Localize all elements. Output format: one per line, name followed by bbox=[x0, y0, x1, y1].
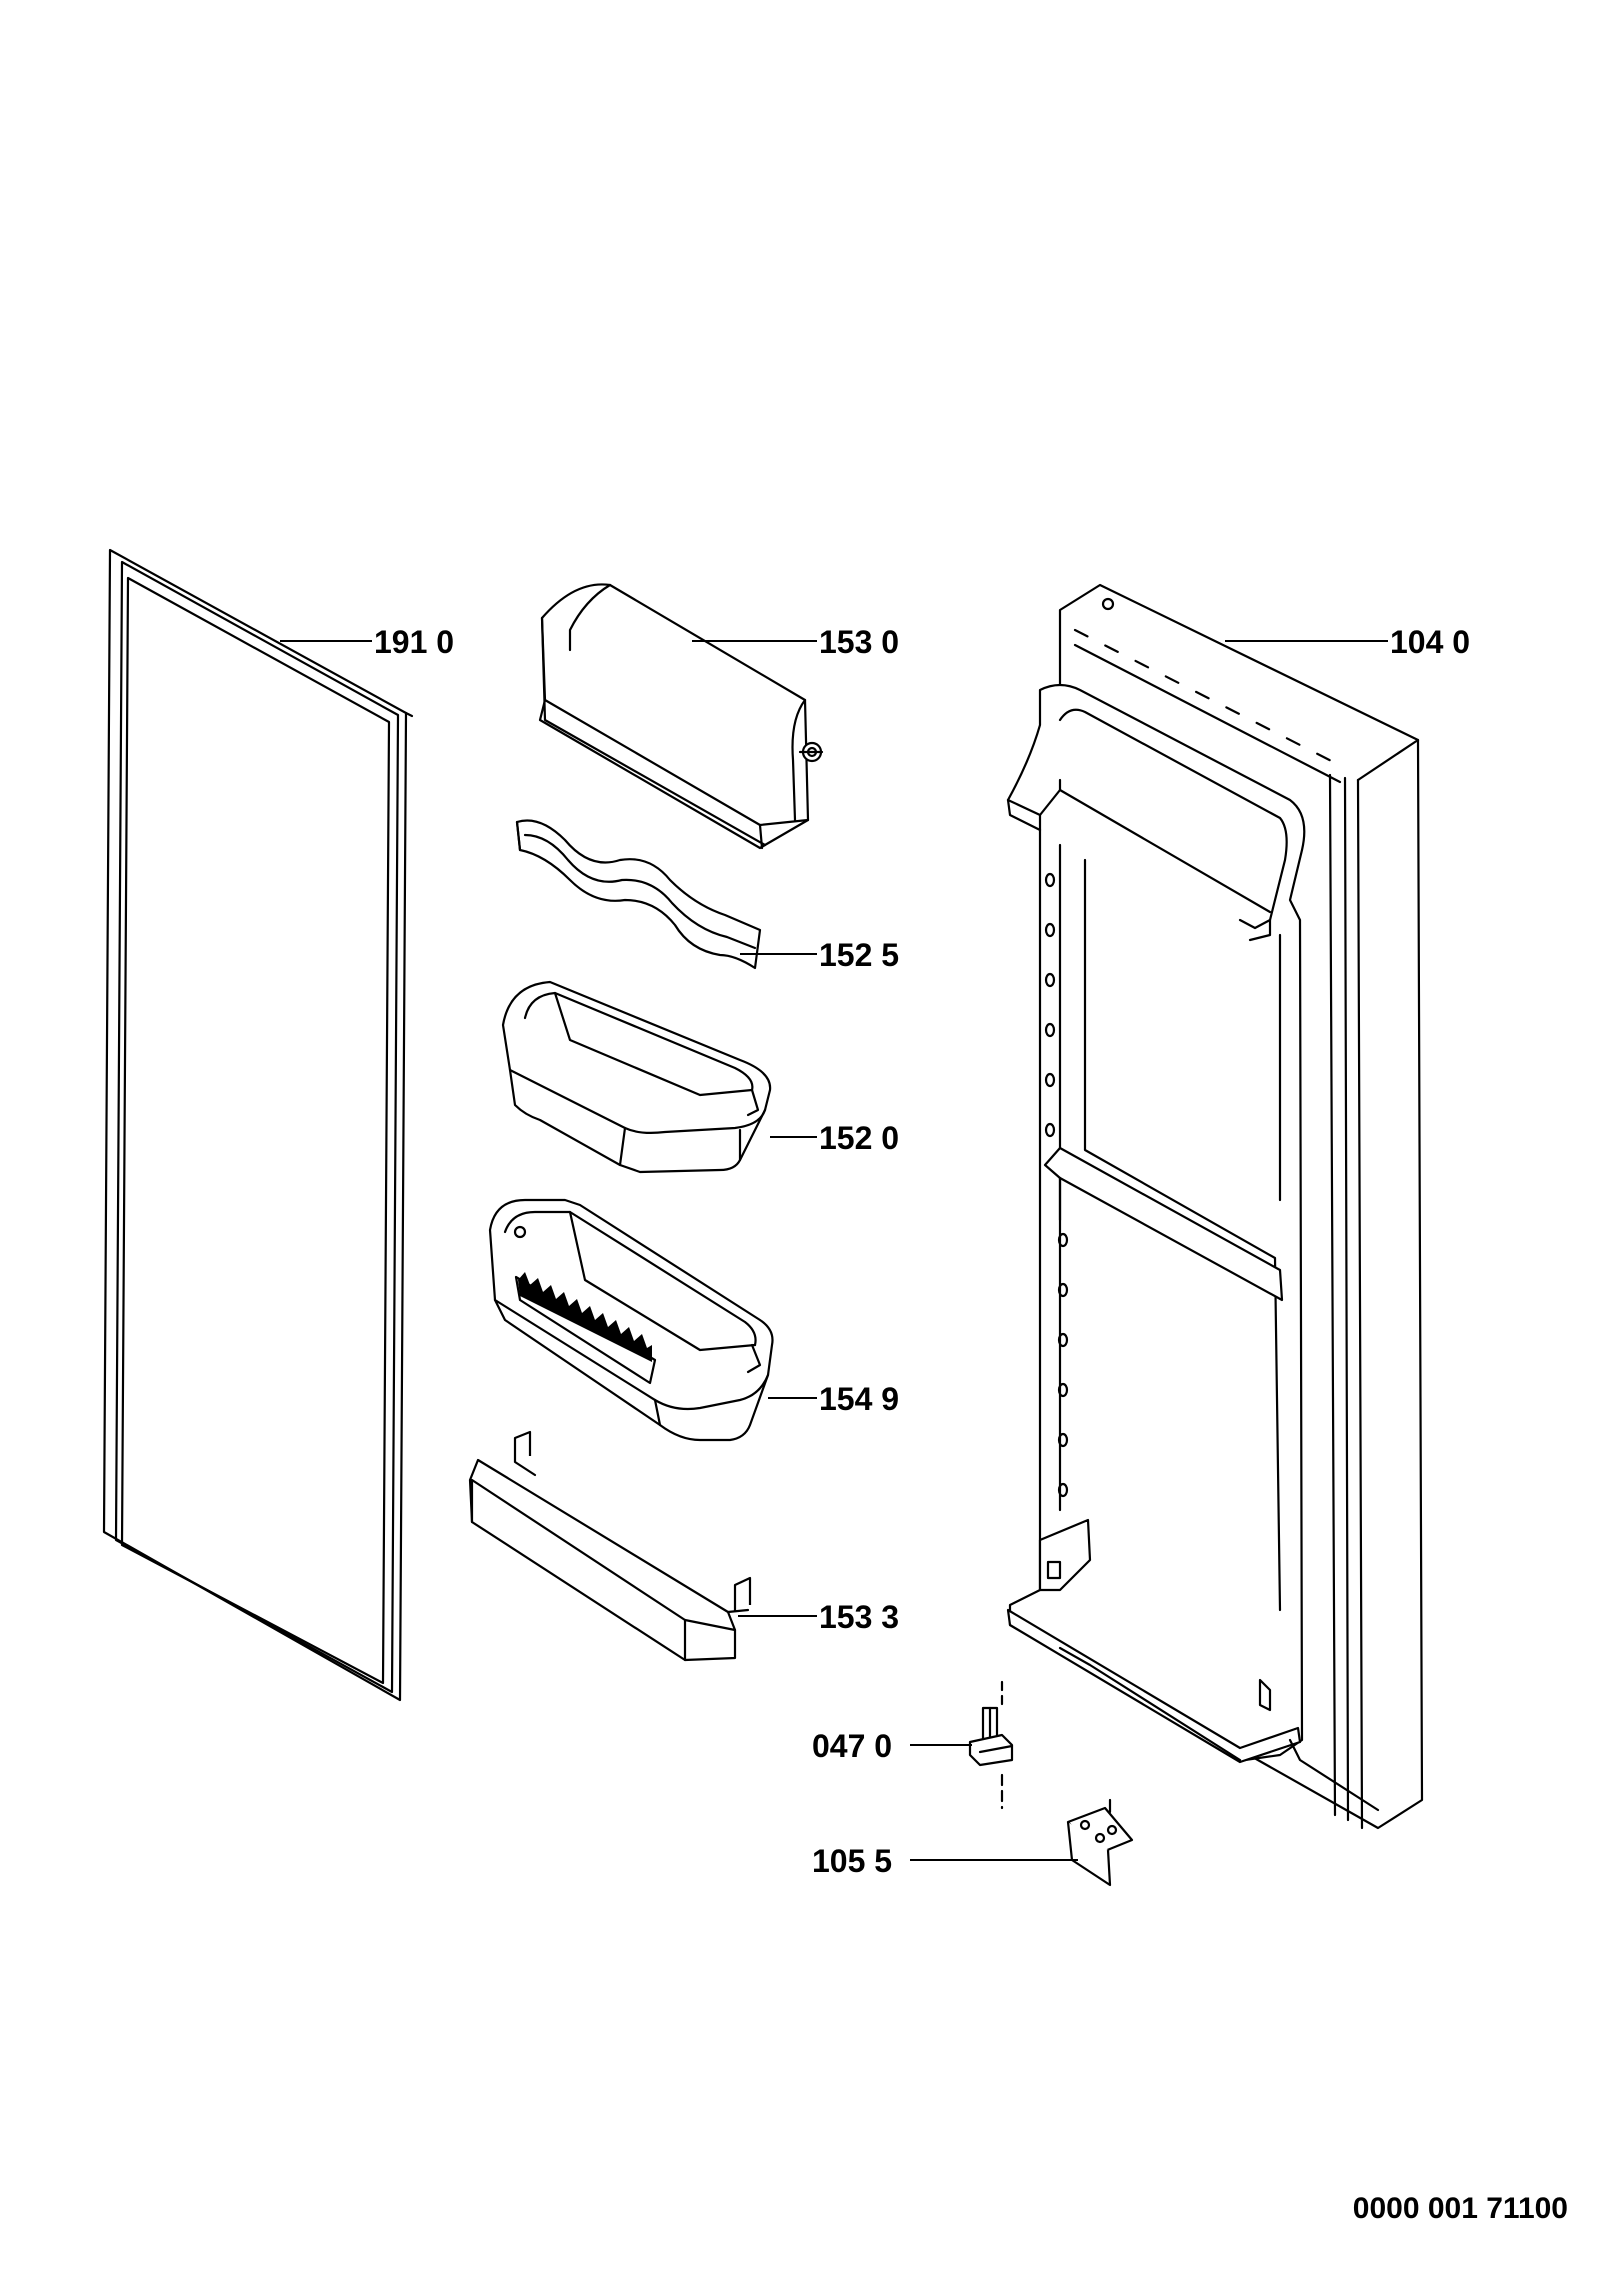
hinge-pin-drawing bbox=[968, 1680, 1014, 1810]
bottle-retainer-label: 152 5 bbox=[819, 937, 899, 973]
egg-tray-bin-label: 154 9 bbox=[819, 1381, 899, 1417]
lower-hinge-label: 105 5 bbox=[812, 1843, 892, 1879]
door-seal-label: 191 0 bbox=[374, 624, 454, 660]
lower-hinge-drawing bbox=[1066, 1798, 1134, 1887]
door-seal-drawing bbox=[102, 548, 414, 1702]
bottle-rack-label: 153 3 bbox=[819, 1599, 899, 1635]
egg-tray-bin-drawing bbox=[488, 1198, 774, 1442]
document-code: 0000 001 71100 bbox=[1353, 2192, 1568, 2225]
bottle-rack-drawing bbox=[468, 1430, 752, 1662]
door-panel-label: 104 0 bbox=[1390, 624, 1470, 660]
small-door-bin-drawing bbox=[501, 980, 772, 1174]
bottle-retainer-drawing bbox=[515, 819, 762, 970]
shelf-cover-drawing bbox=[538, 583, 824, 850]
shelf-holes bbox=[1044, 872, 1069, 1498]
shelf-cover-label: 153 0 bbox=[819, 624, 899, 660]
small-door-bin-label: 152 0 bbox=[819, 1120, 899, 1156]
hinge-pin-label: 047 0 bbox=[812, 1728, 892, 1764]
door-panel-drawing bbox=[1006, 583, 1424, 1830]
